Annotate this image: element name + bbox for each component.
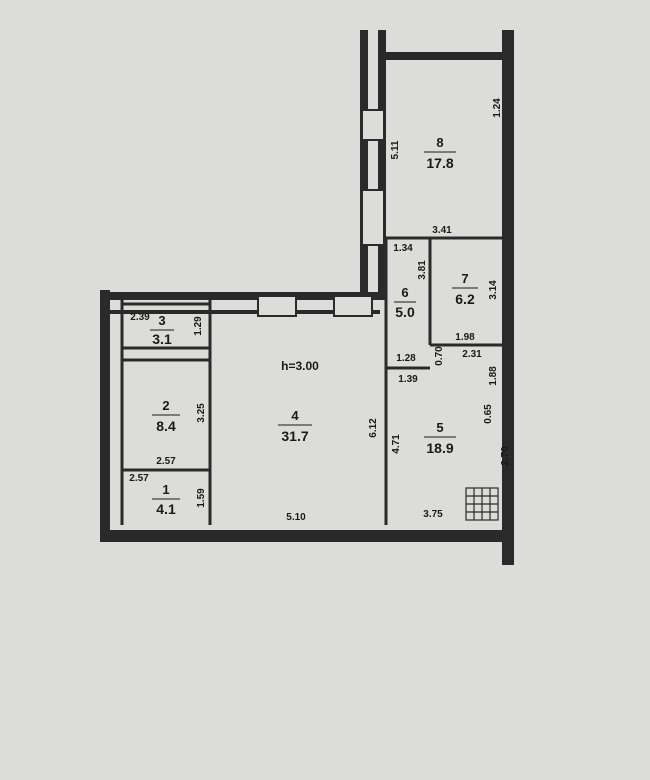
outer-walls bbox=[100, 30, 514, 565]
room-6-area: 5.0 bbox=[395, 304, 415, 320]
dim-label: 2.57 bbox=[129, 473, 149, 484]
room-4-number: 4 bbox=[291, 408, 299, 423]
stove-icon bbox=[465, 487, 499, 521]
dimension-labels: 1.24 5.11 3.41 1.34 3.81 3.14 1.98 2.39 … bbox=[129, 98, 511, 523]
dim-label: 4.71 bbox=[391, 434, 402, 454]
dim-label: 5.10 bbox=[286, 512, 306, 523]
room-1-area: 4.1 bbox=[156, 501, 176, 517]
dim-label: 1.29 bbox=[193, 316, 204, 336]
room-7-number: 7 bbox=[461, 271, 468, 286]
room-2-area: 8.4 bbox=[156, 418, 176, 434]
dim-label: 1.24 bbox=[492, 98, 503, 118]
room-5-area: 18.9 bbox=[426, 440, 453, 456]
dim-label: 5.11 bbox=[390, 140, 401, 159]
room-labels: 8 17.8 7 6.2 6 5.0 5 18.9 4 31.7 h=3.00 … bbox=[150, 135, 478, 517]
room-1-number: 1 bbox=[162, 482, 169, 497]
room-3-number: 3 bbox=[158, 313, 165, 328]
room-8-number: 8 bbox=[436, 135, 443, 150]
interior-walls bbox=[120, 236, 502, 525]
dim-label: 0.65 bbox=[483, 404, 494, 424]
room-2-number: 2 bbox=[162, 398, 169, 413]
windows bbox=[257, 109, 385, 317]
dim-label: 2.70 bbox=[500, 446, 511, 466]
room-6-number: 6 bbox=[401, 285, 408, 300]
room-7-area: 6.2 bbox=[455, 291, 475, 307]
dim-label: 3.81 bbox=[417, 260, 428, 280]
dim-label: 3.25 bbox=[196, 403, 207, 423]
dim-label: 1.98 bbox=[455, 332, 475, 343]
dim-label: 3.14 bbox=[488, 280, 499, 300]
dim-label: 3.41 bbox=[432, 225, 452, 236]
dim-label: 6.12 bbox=[368, 418, 379, 438]
dim-label: 1.88 bbox=[488, 366, 499, 386]
dim-label: 1.39 bbox=[398, 374, 418, 385]
dim-label: 3.75 bbox=[423, 509, 443, 520]
room-8-area: 17.8 bbox=[426, 155, 453, 171]
ceiling-height: h=3.00 bbox=[281, 359, 319, 373]
room-4-area: 31.7 bbox=[281, 428, 308, 444]
dim-label: 2.57 bbox=[156, 456, 176, 467]
dim-label: 1.28 bbox=[396, 353, 416, 364]
dim-label: 1.59 bbox=[196, 488, 207, 508]
dim-label: 2.31 bbox=[462, 349, 482, 360]
dim-label: 0.70 bbox=[434, 346, 445, 366]
room-5-number: 5 bbox=[436, 420, 443, 435]
dim-label: 1.34 bbox=[393, 243, 413, 254]
dim-label: 2.39 bbox=[130, 312, 150, 323]
room-3-area: 3.1 bbox=[152, 331, 172, 347]
